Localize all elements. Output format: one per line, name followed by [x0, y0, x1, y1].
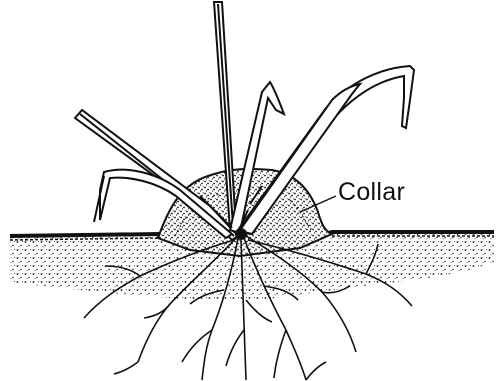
plant-crown	[235, 228, 247, 240]
collar-label: Collar	[338, 178, 405, 207]
